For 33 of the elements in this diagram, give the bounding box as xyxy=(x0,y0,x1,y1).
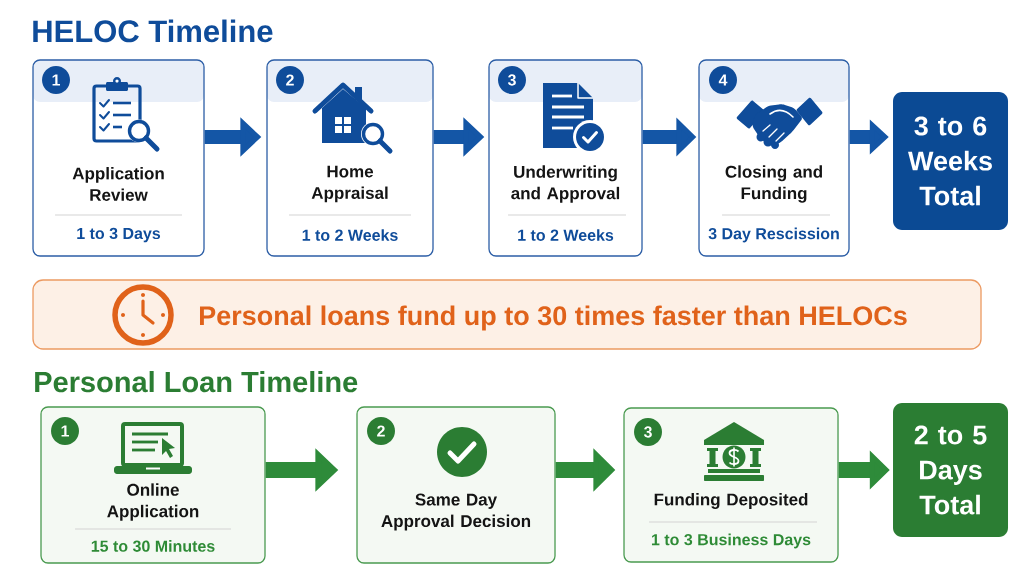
step-title: Home Appraisal xyxy=(311,165,388,203)
total-box: 3 to 6 Weeks Total xyxy=(893,92,1008,230)
step-card xyxy=(698,59,850,257)
step-duration: 1 to 2 Weeks xyxy=(302,229,398,241)
step-number-badge: 3 xyxy=(498,66,526,94)
step-title: Application Review xyxy=(72,167,164,201)
step-title: Same Day Approval Decision xyxy=(381,493,531,531)
step-duration: 1 to 2 Weeks xyxy=(518,229,614,241)
step-number-badge: 2 xyxy=(276,66,304,94)
step-number-badge: 4 xyxy=(709,66,737,94)
step-number-badge: 3 xyxy=(634,418,662,446)
step-duration: 1 to 3 Business Days xyxy=(652,533,811,549)
step-duration: 3 Day Rescission xyxy=(708,227,839,243)
step-card xyxy=(266,59,434,257)
step-duration: 15 to 30 Minutes xyxy=(91,540,215,552)
section-heading: Personal Loan Timeline xyxy=(35,371,358,393)
step-duration: 1 to 3 Days xyxy=(77,227,161,243)
section-heading: HELOC Timeline xyxy=(33,19,273,43)
step-title: Funding Deposited xyxy=(654,493,808,509)
callout-text: Personal loans fund up to 30 times faster than HELOCs xyxy=(200,305,907,331)
callout-banner xyxy=(32,279,982,350)
step-card xyxy=(32,59,205,257)
total-box: 2 to 5 Days Total xyxy=(893,403,1008,537)
step-title: Closing and Funding xyxy=(725,165,822,203)
step-number-badge: 1 xyxy=(51,417,79,445)
step-card xyxy=(623,407,839,563)
step-card xyxy=(40,406,266,564)
step-title: Underwriting and Approval xyxy=(511,165,620,203)
step-number-badge: 1 xyxy=(42,66,70,94)
step-card xyxy=(488,59,643,257)
step-number-badge: 2 xyxy=(367,417,395,445)
step-card xyxy=(356,406,556,564)
step-title: Online Application xyxy=(107,483,199,521)
